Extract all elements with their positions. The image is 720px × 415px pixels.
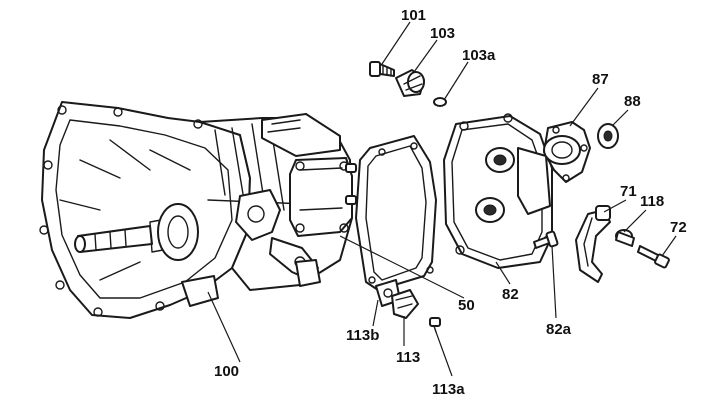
callout-103: 103	[430, 25, 455, 42]
leader-lines	[207, 21, 677, 377]
gasket	[355, 135, 437, 291]
callout-118: 118	[640, 193, 664, 210]
callout-82a: 82a	[546, 321, 572, 338]
o-ring-103a	[433, 97, 447, 107]
callout-113b: 113b	[346, 327, 379, 344]
bushing-118	[615, 229, 635, 247]
callout-113: 113	[396, 349, 420, 366]
screw-113a	[429, 317, 441, 333]
switch-113	[391, 289, 419, 319]
extension-housing	[443, 113, 553, 269]
output-flange-87	[543, 121, 591, 183]
callout-87: 87	[592, 71, 609, 88]
callout-50: 50	[458, 297, 475, 314]
callout-100: 100	[214, 363, 239, 380]
transmission-housing	[39, 101, 357, 319]
support-bracket-71	[575, 205, 611, 283]
callout-103a: 103a	[462, 47, 496, 64]
speedometer-drive-103	[395, 69, 425, 97]
callout-88: 88	[624, 93, 641, 110]
bolt-72	[637, 245, 670, 269]
callout-101: 101	[401, 7, 426, 24]
callout-labels: 101 103 103a 87 88 71 118 72 82 82a 50 1…	[214, 7, 687, 398]
screw-82a	[533, 230, 559, 249]
callout-72: 72	[670, 219, 687, 236]
callout-71: 71	[620, 183, 637, 200]
flange-nut-88	[597, 123, 619, 149]
callout-82: 82	[502, 286, 519, 303]
bolt-101	[369, 61, 395, 77]
callout-113a: 113a	[432, 381, 465, 398]
